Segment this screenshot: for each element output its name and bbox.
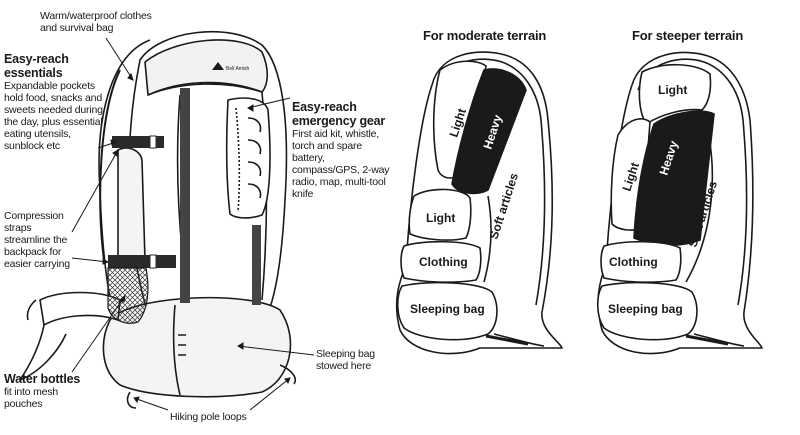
callout-top-text: Warm/waterproof clothes and survival bag <box>40 10 152 34</box>
label-clothing-moderate: Clothing <box>419 255 468 269</box>
callout-top: Warm/waterproof clothes and survival bag <box>40 10 160 34</box>
zone-light-top-moderate <box>432 60 487 179</box>
backpack-drawing <box>19 30 296 409</box>
zone-clothing-moderate <box>400 240 482 283</box>
straps: Bell Amish <box>108 62 261 305</box>
callout-compression-text: Compression straps streamline the backpa… <box>4 210 70 270</box>
brand-logo-text: Bell Amish <box>226 66 250 72</box>
callout-compression: Compression straps streamline the backpa… <box>4 210 76 270</box>
label-light-mid-moderate: Light <box>426 211 455 225</box>
zone-light-top-steeper <box>638 63 712 125</box>
callout-pole: Hiking pole loops <box>170 411 280 423</box>
sleeping-compartment <box>102 296 292 398</box>
title-steeper: For steeper terrain <box>632 28 744 43</box>
pole-loop <box>126 391 137 409</box>
zone-clothing-steeper <box>600 240 682 283</box>
callout-water-text: fit into mesh pouches <box>4 386 59 410</box>
label-sleeping-moderate: Sleeping bag <box>410 302 485 316</box>
vertical-strap-left <box>180 88 190 303</box>
callout-water: Water bottles fit into mesh pouches <box>4 372 84 410</box>
callout-essentials-text: Expandable pockets hold food, snacks and… <box>4 80 103 152</box>
label-clothing-steeper: Clothing <box>609 255 658 269</box>
callout-sleeping: Sleeping bag stowed here <box>316 348 396 372</box>
compression-strap-bottom <box>108 255 176 268</box>
label-sleeping-steeper: Sleeping bag <box>608 302 683 316</box>
zone-sleeping-moderate <box>396 281 498 341</box>
emergency-pocket <box>225 97 271 219</box>
backpack-lid <box>144 39 269 96</box>
zone-sleeping-steeper <box>596 281 698 341</box>
vertical-strap-right <box>252 225 261 305</box>
mesh-pouch <box>107 267 149 324</box>
callout-pole-text: Hiking pole loops <box>170 411 247 423</box>
callout-sleeping-text: Sleeping bag stowed here <box>316 348 375 372</box>
label-light-top-steeper: Light <box>658 83 687 97</box>
shoulder-strap <box>99 69 121 261</box>
callout-emergency-title: Easy-reach emergency gear <box>292 100 386 128</box>
packing-moderate <box>395 51 563 355</box>
callout-emergency-text: First aid kit, whistle, torch and spare … <box>292 128 390 200</box>
callout-essentials: Easy-reach essentials Expandable pockets… <box>4 52 112 152</box>
side-pocket <box>117 147 146 262</box>
title-moderate: For moderate terrain <box>423 28 547 43</box>
callout-essentials-title: Easy-reach essentials <box>4 52 69 80</box>
callout-water-title: Water bottles <box>4 372 81 386</box>
leader-lines <box>71 37 315 411</box>
zone-light-mid-moderate <box>408 188 472 241</box>
packing-steeper <box>596 51 763 355</box>
callout-emergency: Easy-reach emergency gear First aid kit,… <box>292 100 392 200</box>
